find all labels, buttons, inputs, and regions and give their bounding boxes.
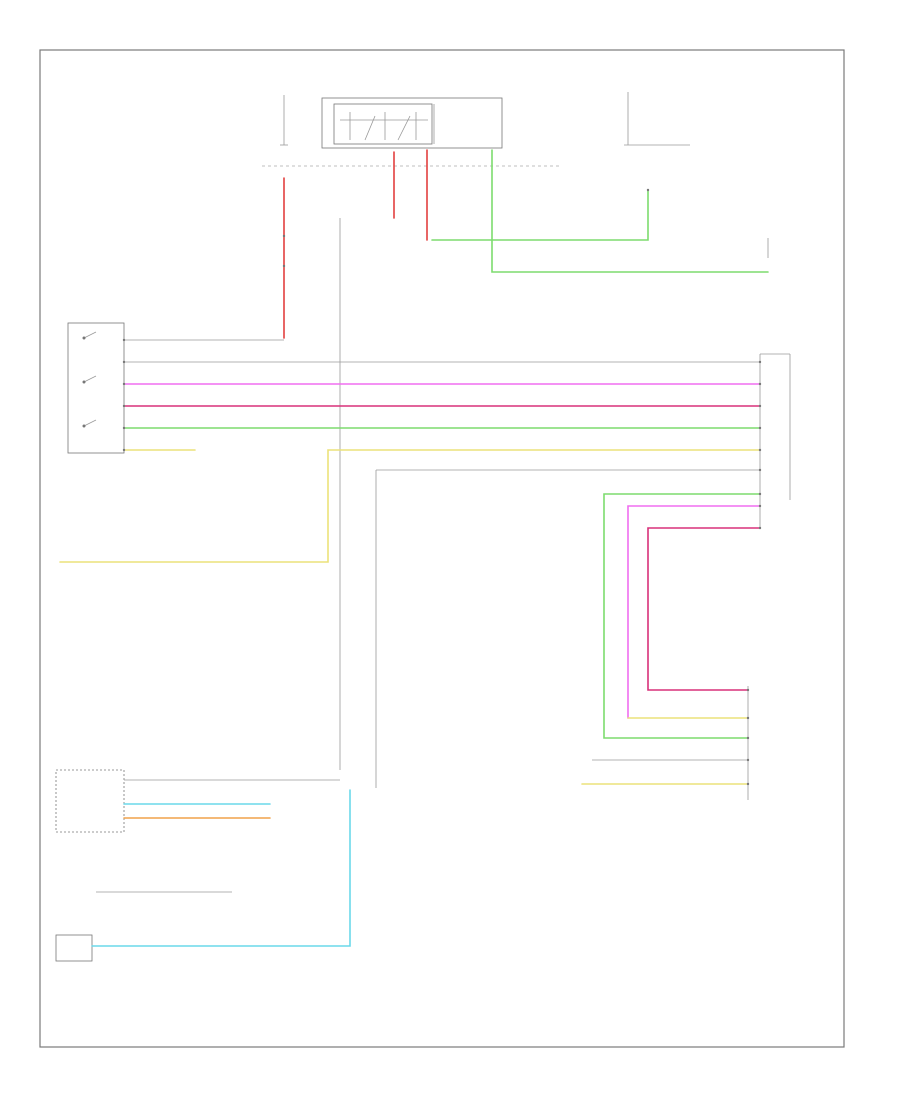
trailer-relay-box (55, 934, 93, 962)
wire-green-branch (603, 493, 761, 739)
wire-magenta-branch (627, 505, 761, 719)
connector-pins (122, 188, 762, 786)
hot-at-fuse-right (624, 92, 690, 146)
lighting-module (55, 769, 125, 833)
wire-gray-d (375, 469, 760, 788)
wire-cyan-trailer (91, 789, 351, 947)
wire-green-right (431, 189, 649, 241)
wire-crimson-branch (647, 527, 761, 691)
stop-lamp-switch (67, 322, 125, 454)
diagram-frame (39, 49, 845, 1048)
module-connector-right (759, 353, 791, 528)
wire-green-top (491, 149, 769, 273)
wire-yellow-long (59, 449, 761, 563)
fuse-relay-box (321, 97, 503, 149)
hot-at-fuse-left (280, 95, 288, 146)
